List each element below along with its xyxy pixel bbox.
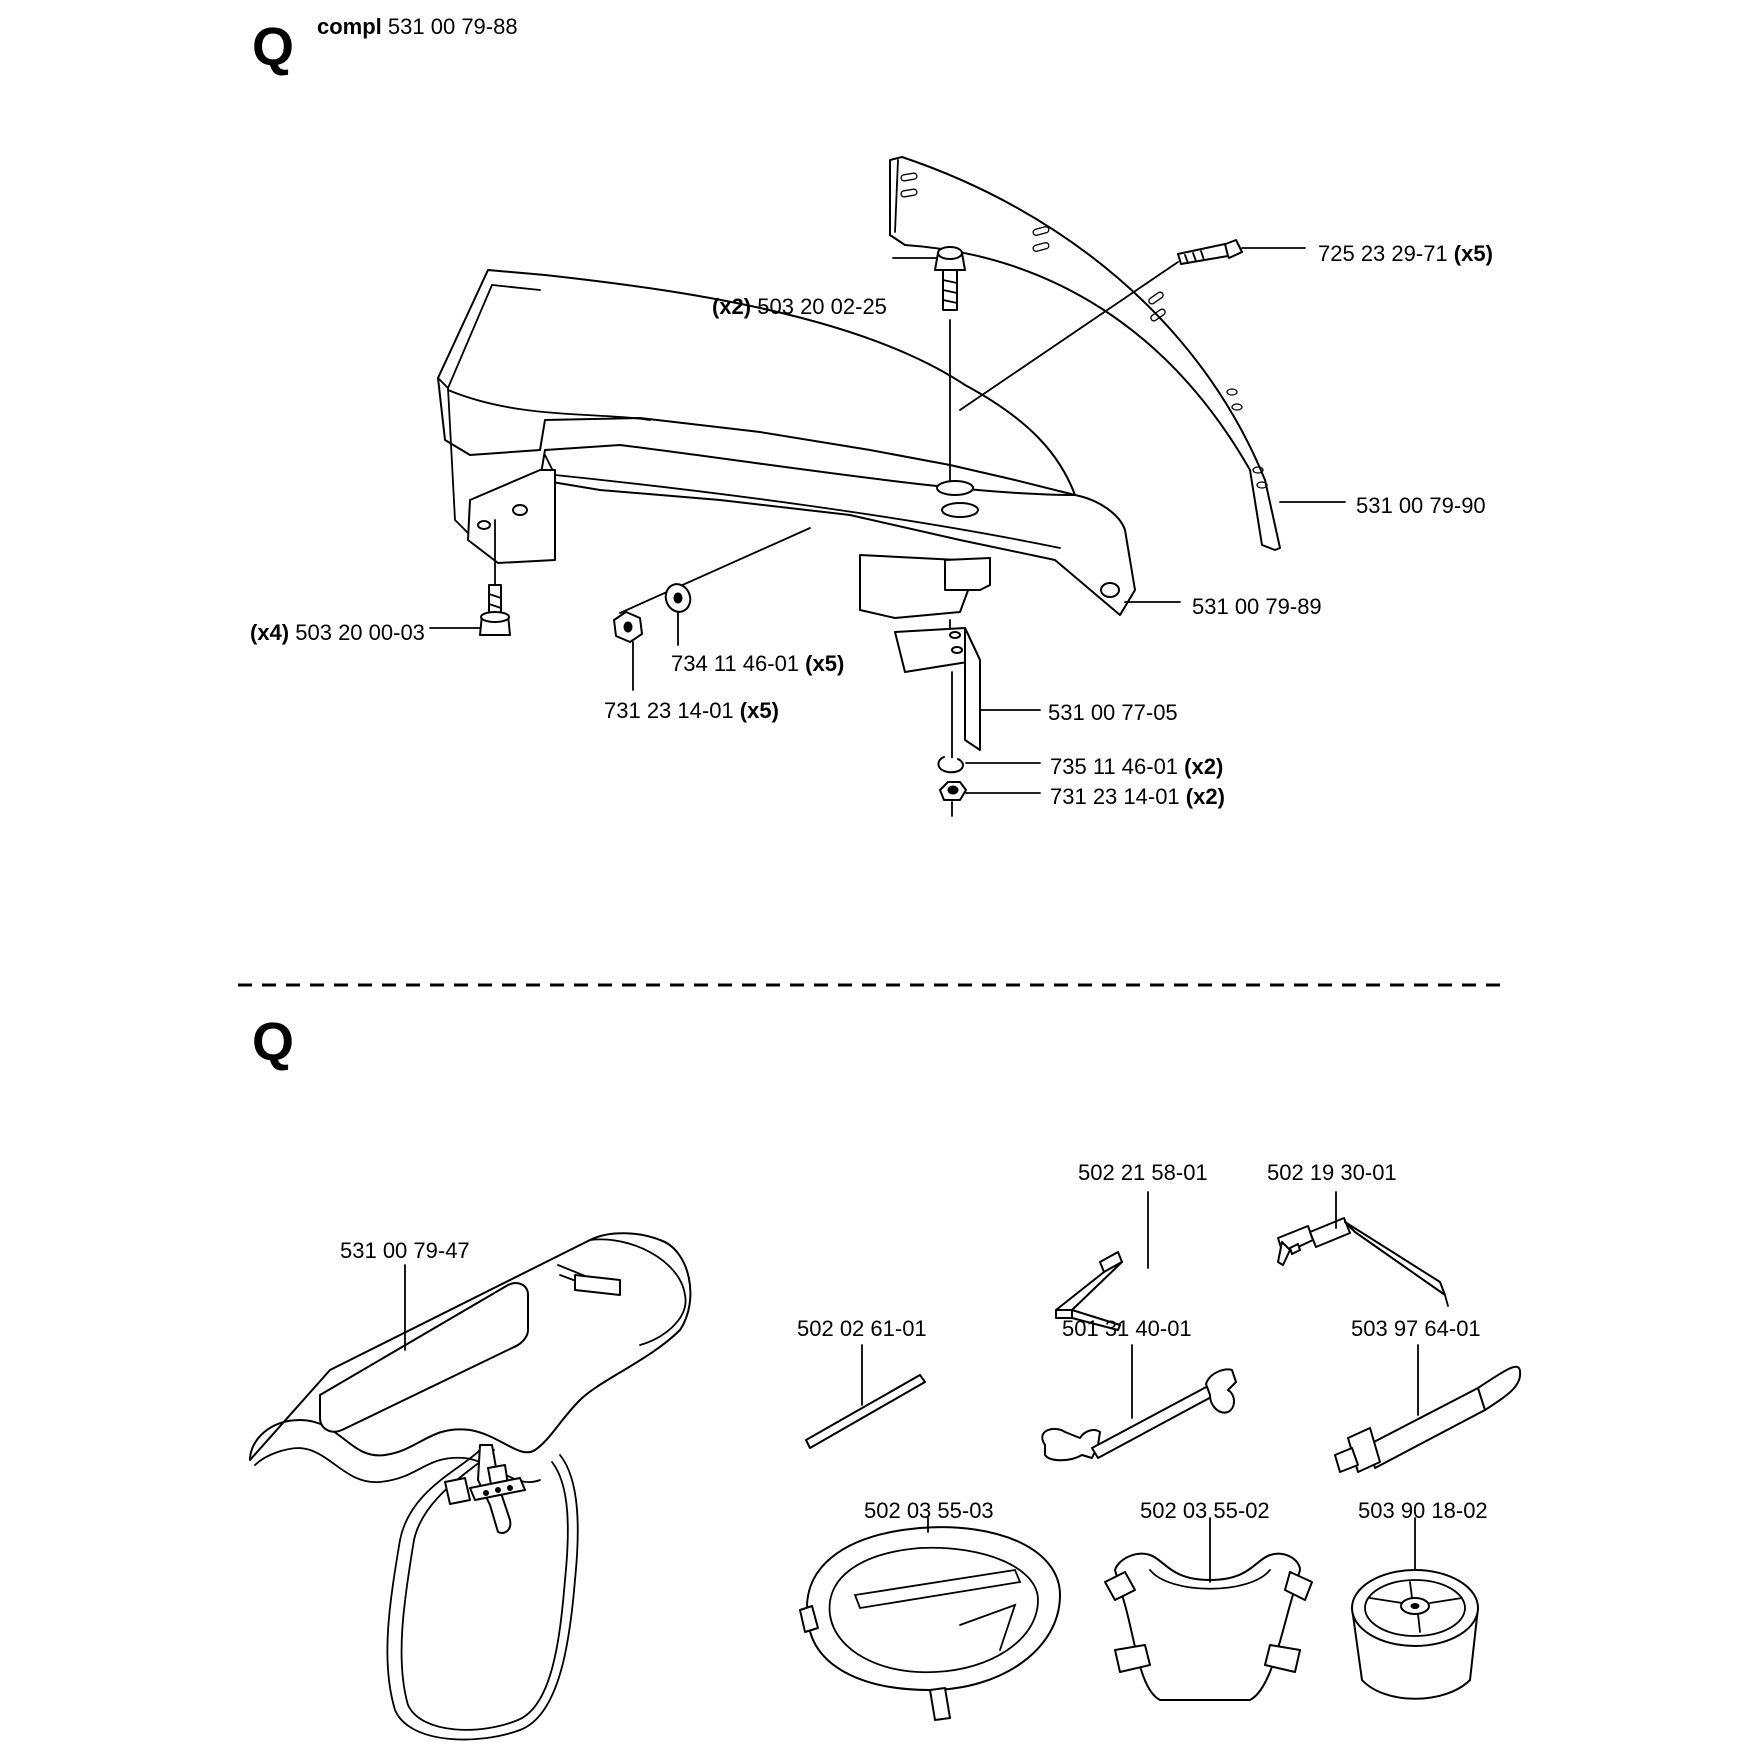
- shoulder-harness: [249, 1232, 692, 1741]
- callout-531-00-79-89: 531 00 79-89: [1192, 596, 1322, 618]
- mount-screw: [429, 519, 511, 636]
- callout-qty: (x2): [1185, 784, 1225, 809]
- hex-nut: [939, 781, 1041, 817]
- section-letter-top: Q: [252, 17, 295, 77]
- washer-and-nut: [613, 527, 811, 691]
- callout-part: 531 00 79-90: [1356, 493, 1486, 518]
- locking-pin: [805, 1344, 926, 1449]
- callout-qty: (x2): [1184, 754, 1224, 779]
- callout-731-23-14-01-a: 731 23 14-01 (x5): [604, 700, 779, 722]
- callout-part: 531 00 77-05: [1048, 700, 1178, 725]
- callout-part: 531 00 79-89: [1192, 594, 1322, 619]
- compl-part: 531 00 79-88: [387, 14, 518, 39]
- callout-part: 731 23 14-01: [604, 698, 734, 723]
- cutter-strip: [889, 156, 1281, 551]
- callout-503-20-02-25: (x2) 503 20 02-25: [712, 296, 887, 318]
- callout-part: 503 20 00-03: [295, 620, 425, 645]
- callout-503-97-64-01: 503 97 64-01: [1351, 1316, 1481, 1341]
- section-letter-bottom: Q: [252, 1012, 295, 1072]
- callout-531-00-77-05: 531 00 77-05: [1048, 702, 1178, 724]
- callout-503-20-00-03: (x4) 503 20 00-03: [250, 622, 425, 644]
- callout-531-00-79-47: 531 00 79-47: [340, 1238, 470, 1263]
- callout-qty: (x5): [739, 698, 779, 723]
- callout-501-31-40-01: 501 31 40-01: [1062, 1316, 1192, 1341]
- callout-qty: (x5): [1453, 241, 1493, 266]
- hex-key: [1055, 1191, 1149, 1331]
- callout-part: 503 20 02-25: [757, 294, 887, 319]
- callout-725-23-29-71: 725 23 29-71 (x5): [1318, 243, 1493, 265]
- callout-part: 725 23 29-71: [1318, 241, 1448, 266]
- callout-502-19-30-01: 502 19 30-01: [1267, 1160, 1397, 1185]
- callout-502-02-61-01: 502 02 61-01: [797, 1316, 927, 1341]
- callout-502-21-58-01: 502 21 58-01: [1078, 1160, 1208, 1185]
- assembly-part-number: compl 531 00 79-88: [317, 16, 518, 38]
- callout-qty: (x2): [712, 294, 752, 319]
- callout-502-03-55-02: 502 03 55-02: [1140, 1498, 1270, 1523]
- callout-734-11-46-01: 734 11 46-01 (x5): [671, 653, 844, 675]
- callout-part: 731 23 14-01: [1050, 784, 1180, 809]
- center-screw: [892, 246, 966, 481]
- combination-spanner: [1277, 1191, 1449, 1307]
- trimmer-guard: [437, 269, 1136, 619]
- callout-qty: (x4): [250, 620, 290, 645]
- open-end-wrench: [1041, 1344, 1237, 1462]
- guard-ring: [799, 1517, 1061, 1721]
- grease-tube: [1334, 1344, 1522, 1473]
- callout-qty: (x5): [805, 651, 845, 676]
- compl-prefix: compl: [317, 14, 382, 39]
- callout-503-90-18-02: 503 90 18-02: [1358, 1498, 1488, 1523]
- callout-502-03-55-03: 502 03 55-03: [864, 1498, 994, 1523]
- blade-screw: [959, 239, 1306, 411]
- spool-spacer: [1351, 1517, 1479, 1700]
- lock-washer: [937, 756, 1041, 774]
- callout-part: 735 11 46-01: [1050, 754, 1179, 779]
- callout-part: 734 11 46-01: [671, 651, 800, 676]
- callout-531-00-79-90: 531 00 79-90: [1356, 495, 1486, 517]
- callout-735-11-46-01: 735 11 46-01 (x2): [1050, 756, 1223, 778]
- mount-bracket: [894, 619, 1041, 761]
- guard-clip: [1104, 1517, 1313, 1701]
- callout-731-23-14-01-b: 731 23 14-01 (x2): [1050, 786, 1225, 808]
